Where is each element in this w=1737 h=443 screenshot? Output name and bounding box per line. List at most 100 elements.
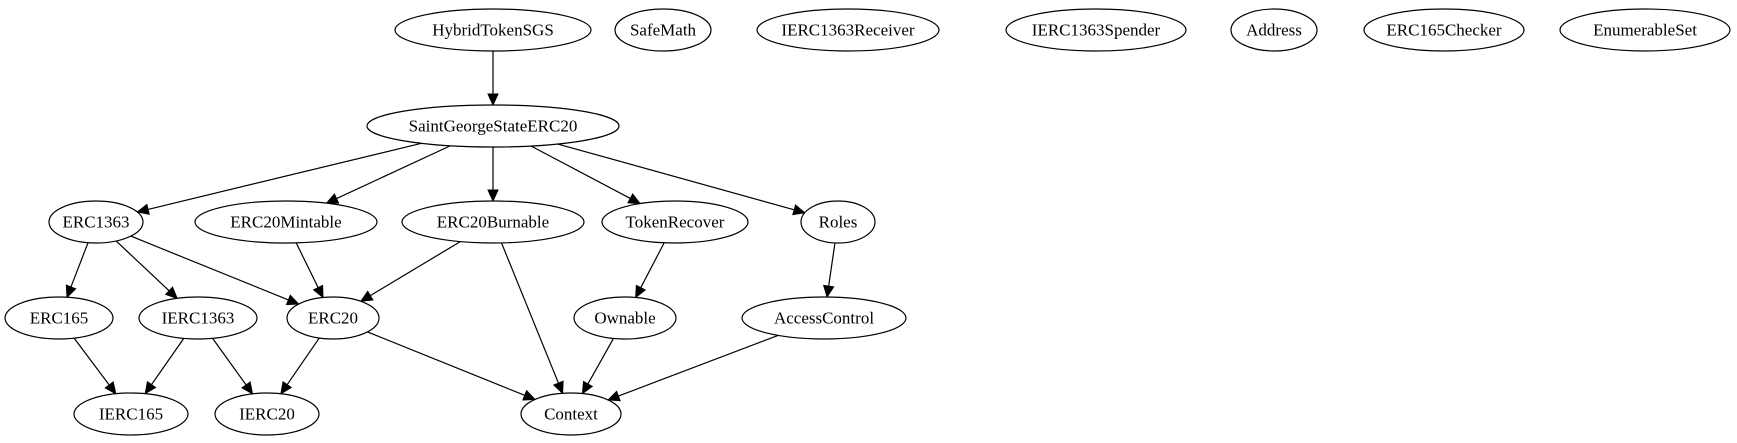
edge-line: [130, 235, 289, 301]
node-label: TokenRecover: [626, 213, 725, 232]
node-erc20-burnable: ERC20Burnable: [401, 200, 585, 244]
node-label: Ownable: [594, 309, 655, 328]
node-ellipse: [194, 200, 378, 244]
node-ellipse: [800, 200, 876, 244]
edge-erc165-to-ierc165: [73, 337, 117, 395]
edge-line: [295, 242, 319, 288]
arrowhead: [164, 286, 179, 300]
node-ierc1363-spender: IERC1363Spender: [1005, 8, 1187, 52]
edge-erc20-to-ierc20: [280, 337, 320, 395]
arrowhead: [792, 204, 806, 216]
node-ellipse: [1230, 8, 1318, 52]
edge-erc1363-to-erc165: [65, 242, 89, 299]
edge-saint-george-state-erc20-to-roles: [557, 143, 806, 216]
edge-line: [115, 240, 170, 292]
node-address: Address: [1230, 8, 1318, 52]
node-erc165-checker: ERC165Checker: [1363, 8, 1525, 52]
edge-line: [828, 242, 836, 287]
edge-erc20-to-context: [367, 331, 537, 401]
edge-line: [557, 143, 795, 211]
node-label: Address: [1246, 21, 1302, 40]
edge-access-control-to-context: [606, 334, 779, 402]
edge-hybrid-token-sgs-to-saint-george-state-erc20: [487, 51, 499, 107]
node-label: SafeMath: [630, 21, 697, 40]
arrowhead: [487, 93, 499, 107]
node-erc1363: ERC1363: [48, 200, 144, 244]
node-ellipse: [601, 200, 749, 244]
node-erc165: ERC165: [4, 296, 114, 340]
node-ellipse: [1363, 8, 1525, 52]
arrowhead: [280, 381, 293, 395]
node-saint-george-state-erc20: SaintGeorgeStateERC20: [366, 104, 620, 148]
node-label: HybridTokenSGS: [432, 21, 554, 40]
arrowhead: [522, 389, 537, 401]
node-label: Roles: [819, 213, 858, 232]
edge-saint-george-state-erc20-to-token-recover: [530, 145, 642, 205]
node-erc20-mintable: ERC20Mintable: [194, 200, 378, 244]
edge-erc20-burnable-to-context: [500, 242, 564, 395]
node-ellipse: [1559, 8, 1731, 52]
node-ownable: Ownable: [573, 296, 677, 340]
node-label: ERC165Checker: [1386, 21, 1502, 40]
edge-roles-to-access-control: [823, 242, 836, 299]
node-label: ERC20Burnable: [437, 213, 549, 232]
node-label: IERC1363Spender: [1032, 21, 1161, 40]
edge-erc20-burnable-to-erc20: [359, 241, 461, 302]
node-access-control: AccessControl: [741, 296, 907, 340]
arrowhead: [823, 284, 835, 299]
arrowhead: [136, 203, 150, 215]
arrowhead: [144, 380, 157, 395]
edge-line: [336, 145, 451, 200]
edge-ierc1363-to-ierc165: [144, 338, 185, 395]
node-ellipse: [573, 296, 677, 340]
arrowhead: [104, 381, 117, 395]
node-ellipse: [73, 392, 189, 436]
edge-ownable-to-context: [581, 338, 615, 395]
node-ellipse: [286, 296, 380, 340]
node-token-recover: TokenRecover: [601, 200, 749, 244]
edge-ierc1363-to-ierc20: [212, 337, 254, 395]
node-ellipse: [756, 8, 940, 52]
arrowhead: [241, 381, 254, 395]
node-ierc1363-receiver: IERC1363Receiver: [756, 8, 940, 52]
node-label: Context: [544, 405, 598, 424]
node-hybrid-token-sgs: HybridTokenSGS: [394, 8, 592, 52]
edge-erc20-mintable-to-erc20: [295, 242, 324, 299]
arrowhead: [487, 189, 499, 203]
arrowhead: [581, 380, 594, 395]
node-label: IERC165: [99, 405, 163, 424]
edge-line: [618, 334, 779, 397]
edge-layer: [65, 51, 836, 402]
node-label: ERC20: [308, 309, 358, 328]
node-context: Context: [520, 392, 622, 436]
node-ellipse: [214, 392, 320, 436]
edge-line: [640, 242, 665, 288]
node-label: EnumerableSet: [1593, 21, 1697, 40]
node-safe-math: SafeMath: [614, 8, 712, 52]
arrowhead: [285, 294, 300, 306]
arrowhead: [359, 290, 374, 302]
node-erc20: ERC20: [286, 296, 380, 340]
node-ellipse: [48, 200, 144, 244]
edge-line: [147, 142, 422, 211]
node-label: SaintGeorgeStateERC20: [409, 117, 578, 136]
node-ellipse: [366, 104, 620, 148]
arrowhead: [552, 380, 564, 395]
arrowhead: [312, 284, 324, 299]
node-label: AccessControl: [774, 309, 874, 328]
edge-line: [286, 337, 320, 386]
edge-line: [73, 337, 110, 386]
edge-line: [150, 338, 185, 385]
node-label: IERC20: [239, 405, 295, 424]
edge-line: [212, 337, 247, 386]
node-label: ERC20Mintable: [230, 213, 341, 232]
arrowhead: [627, 193, 642, 205]
arrowhead: [606, 390, 621, 402]
edge-line: [530, 145, 631, 199]
node-ellipse: [138, 296, 258, 340]
edge-line: [500, 242, 560, 384]
edge-erc1363-to-ierc1363: [115, 240, 179, 300]
edge-line: [587, 338, 615, 385]
node-enumerable-set: EnumerableSet: [1559, 8, 1731, 52]
